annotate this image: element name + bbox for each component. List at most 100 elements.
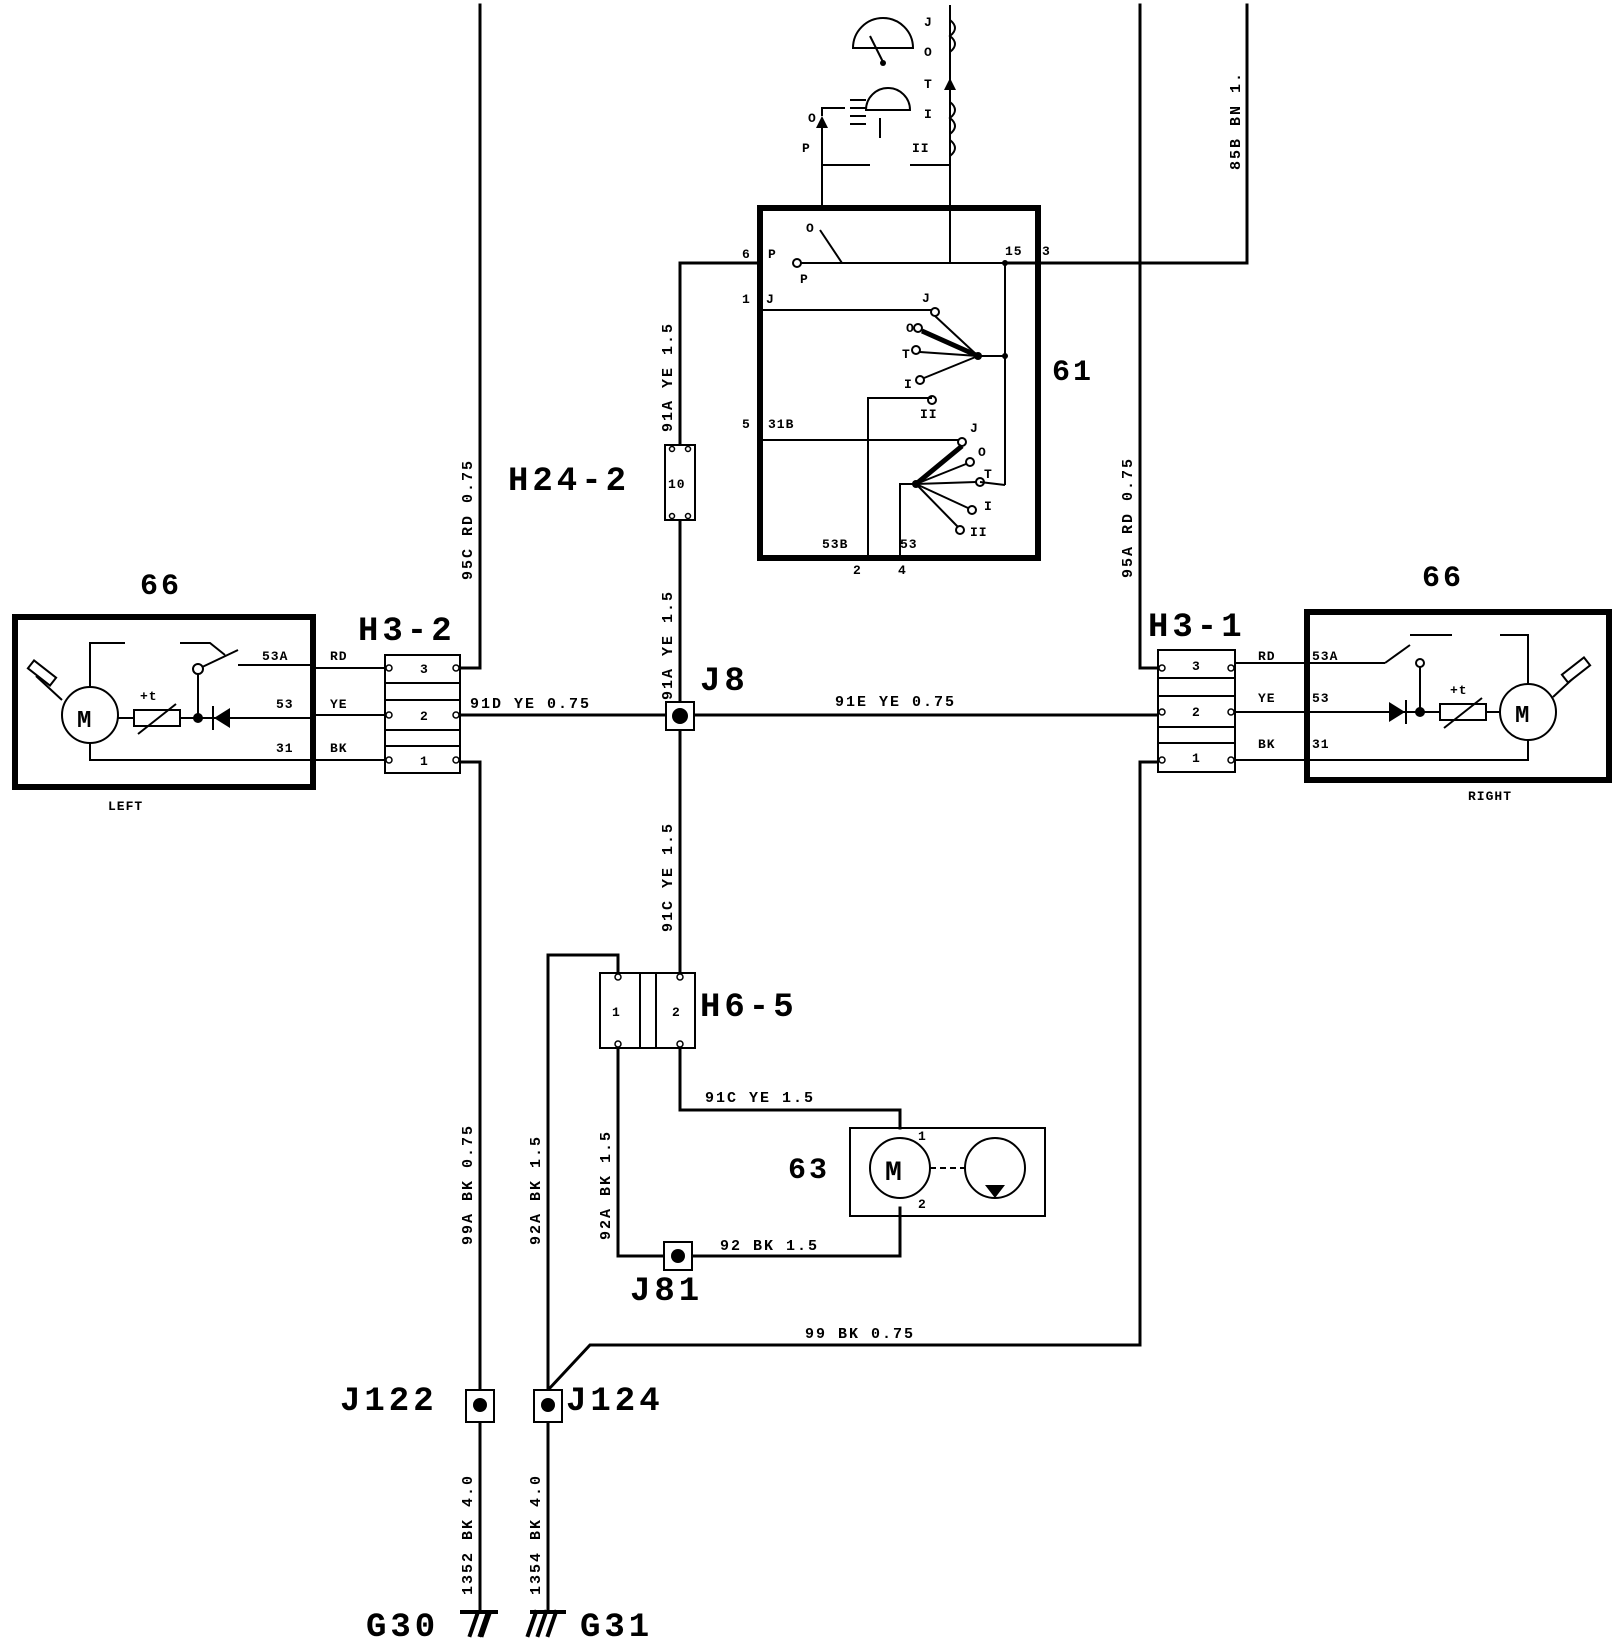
wire-92a-right <box>616 1044 667 1258</box>
wire-91a <box>678 261 760 447</box>
h3-1-pin-1: 1 <box>1192 751 1201 766</box>
h3-2-pin-1: 1 <box>420 754 429 769</box>
label-92a-left: 92A BK 1.5 <box>528 1135 545 1245</box>
switch-term-j: J <box>766 292 775 307</box>
h24-2-label: H24-2 <box>508 463 630 501</box>
svg-text:O: O <box>978 445 987 460</box>
h3-2-label: H3-2 <box>358 613 456 651</box>
wiper-motor-left: 66 LEFT +t M 53A 53 31 RD YE BK <box>12 570 385 814</box>
svg-text:II: II <box>970 525 988 540</box>
label-99a: 99A BK 0.75 <box>460 1124 477 1245</box>
motor-left-label: LEFT <box>108 799 143 814</box>
pump-pin-2: 2 <box>918 1197 927 1212</box>
h3-1-label: H3-1 <box>1148 609 1246 647</box>
motor-right-wire-bk: BK <box>1258 737 1276 752</box>
j8-label: J8 <box>700 663 749 701</box>
motor-right-pin-31: 31 <box>1312 737 1330 752</box>
svg-text:T: T <box>984 467 993 482</box>
g30-label: G30 <box>366 1609 439 1647</box>
motor-right-pin-53: 53 <box>1312 691 1330 706</box>
wire-92 <box>688 1206 902 1258</box>
svg-text:I: I <box>924 107 933 122</box>
connector-h3-2: 3 2 1 H3-2 <box>358 613 461 774</box>
h3-2-pin-2: 2 <box>420 709 429 724</box>
motor-left-thermal: +t <box>140 689 158 704</box>
switch-id: 61 <box>1052 356 1094 390</box>
motor-right-wire-rd: RD <box>1258 649 1276 664</box>
switch-term-p: P <box>768 247 777 262</box>
switch-pin-1: 1 <box>742 292 751 307</box>
label-92: 92 BK 1.5 <box>720 1238 819 1255</box>
switch-pin-3: 3 <box>1042 244 1051 259</box>
h6-5-label: H6-5 <box>700 989 798 1027</box>
label-1354: 1354 BK 4.0 <box>528 1474 545 1595</box>
svg-text:II: II <box>920 407 938 422</box>
label-91a-top: 91A YE 1.5 <box>660 322 677 432</box>
motor-left-pin-31: 31 <box>276 741 294 756</box>
label-91c-h: 91C YE 1.5 <box>705 1090 815 1107</box>
h3-2-pin-3: 3 <box>420 662 429 677</box>
switch-pin-2: 2 <box>853 563 862 578</box>
h6-5-pin-2: 2 <box>672 1005 681 1020</box>
label-95a: 95A RD 0.75 <box>1120 457 1137 578</box>
motor-left-wire-bk: BK <box>330 741 348 756</box>
washer-pump: M 1 2 63 <box>788 1127 1046 1217</box>
g31-label: G31 <box>580 1609 653 1647</box>
h3-1-pin-3: 3 <box>1192 659 1201 674</box>
wire-92a-left <box>546 953 620 1392</box>
motor-left-pin-53a: 53A <box>262 649 288 664</box>
j122-label: J122 <box>340 1383 438 1421</box>
wiper-icon <box>851 17 915 49</box>
switch-term-53b: 53B <box>822 537 848 552</box>
wire-95a <box>1138 3 1160 670</box>
ground-g30-icon <box>460 1610 498 1638</box>
washer-icon <box>864 87 912 111</box>
ground-g31: G31 <box>525 1609 653 1647</box>
ground-g30: G30 <box>366 1609 498 1647</box>
label-91c-vert: 91C YE 1.5 <box>660 822 677 932</box>
h3-1-pin-2: 2 <box>1192 705 1201 720</box>
label-95c: 95C RD 0.75 <box>460 459 477 580</box>
motor-right-wire-ye: YE <box>1258 691 1276 706</box>
ground-g31-icon <box>525 1609 566 1638</box>
svg-text:J: J <box>922 291 931 306</box>
motor-right-label: RIGHT <box>1468 789 1512 804</box>
pump-pin-1: 1 <box>918 1129 927 1144</box>
connector-h24-2: 10 H24-2 <box>508 444 696 521</box>
label-99: 99 BK 0.75 <box>805 1326 915 1343</box>
junction-j81: J81 <box>630 1241 703 1311</box>
motor-left-wire-rd: RD <box>330 649 348 664</box>
svg-text:P: P <box>800 272 809 287</box>
h24-2-pin: 10 <box>668 477 686 492</box>
svg-text:II: II <box>912 141 930 156</box>
switch-pin-6: 6 <box>742 247 751 262</box>
svg-text:T: T <box>924 77 933 92</box>
junction-j122: J122 <box>340 1383 495 1423</box>
svg-text:J: J <box>970 421 979 436</box>
pump-id: 63 <box>788 1154 830 1188</box>
junction-j8: J8 <box>665 663 749 731</box>
pump-icon <box>985 1185 1005 1198</box>
junction-j124: J124 <box>533 1383 660 1423</box>
svg-text:O: O <box>808 111 817 126</box>
switch-term-31b: 31B <box>768 417 794 432</box>
wire-99a <box>458 760 482 1392</box>
pump-m: M <box>885 1158 905 1189</box>
wiper-motor-right: 66 RIGHT +t M 53A 53 31 RD YE BK <box>1235 562 1612 804</box>
motor-left-m: M <box>77 708 94 735</box>
wire-85b <box>1003 3 1249 265</box>
wiper-switch: 61 O P J O T I II O P 6 <box>742 5 1094 578</box>
motor-left-pin-53: 53 <box>276 697 294 712</box>
svg-text:O: O <box>906 321 915 336</box>
svg-text:O: O <box>806 221 815 236</box>
motor-left-wire-ye: YE <box>330 697 348 712</box>
svg-text:I: I <box>904 377 913 392</box>
switch-pin-5: 5 <box>742 417 751 432</box>
switch-pin-4: 4 <box>898 563 907 578</box>
label-91a-bot: 91A YE 1.5 <box>660 590 677 700</box>
h6-5-pin-1: 1 <box>612 1005 621 1020</box>
j81-label: J81 <box>630 1273 703 1311</box>
motor-right-id: 66 <box>1422 562 1464 596</box>
motor-left-id: 66 <box>140 570 182 604</box>
